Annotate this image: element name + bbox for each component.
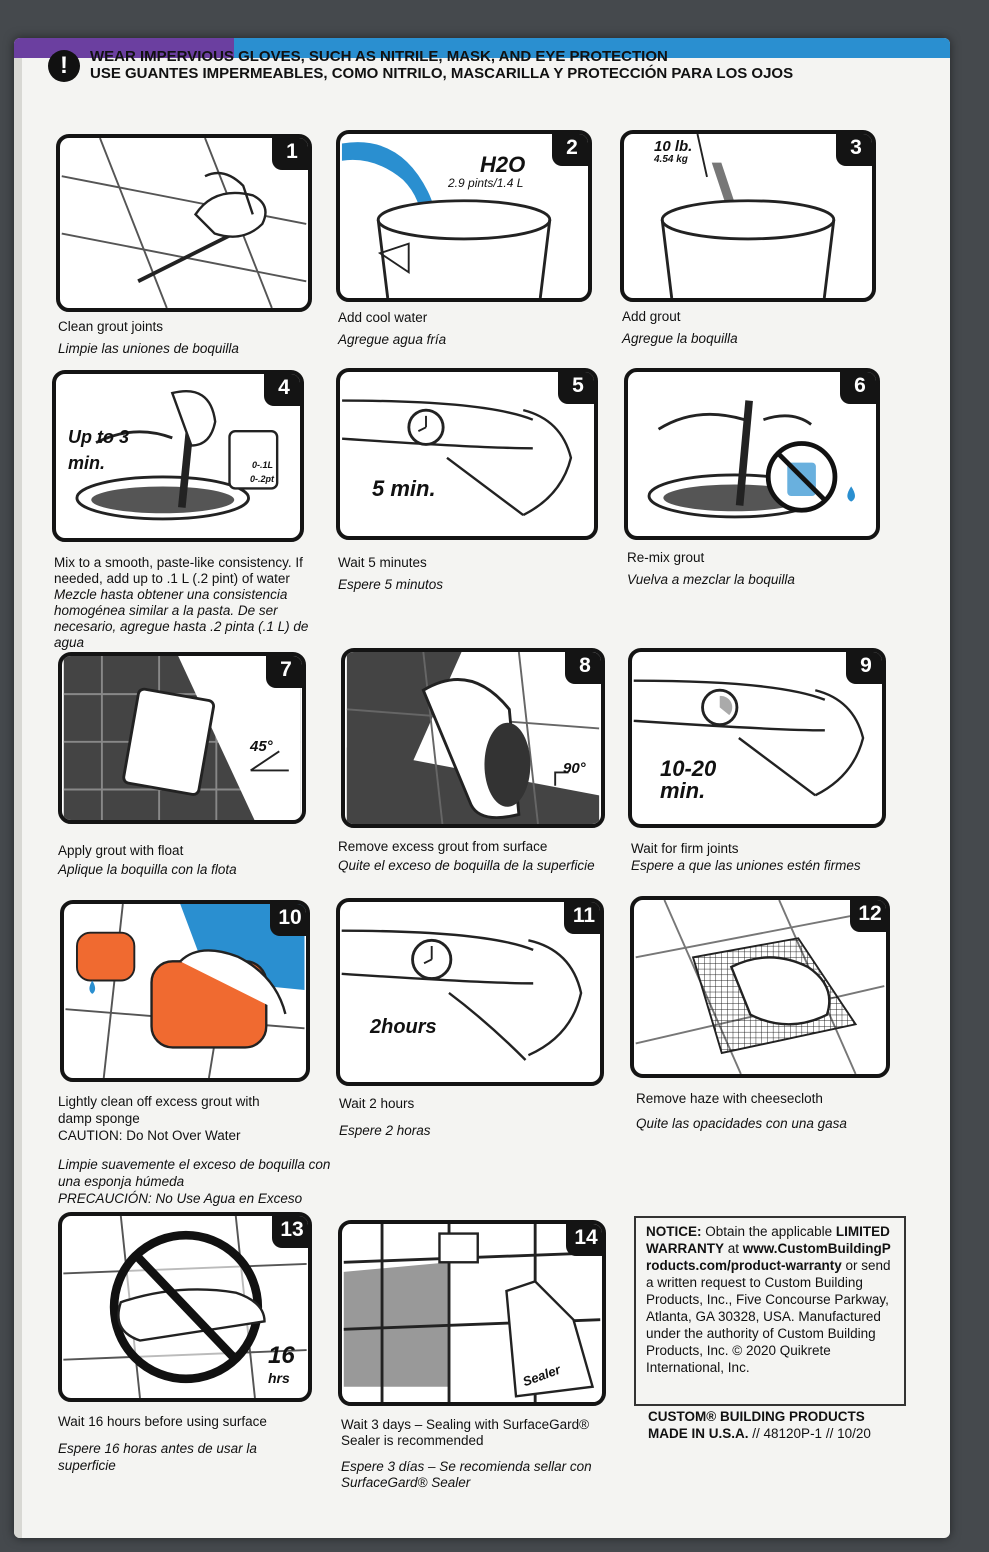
step-7-caption: Apply grout with float Aplique la boquil…: [58, 843, 237, 877]
exclamation-icon: !: [48, 50, 80, 82]
float-angle: 90°: [563, 760, 586, 777]
step-number: 5: [558, 372, 594, 404]
blue-stripe: [234, 38, 950, 58]
cup-pints: 0-.2pt: [250, 474, 275, 484]
step-10-panel: 10: [60, 900, 310, 1082]
step-number: 9: [846, 652, 882, 684]
wait-time: 2hours: [370, 1016, 437, 1038]
warning-english: WEAR IMPERVIOUS GLOVES, SUCH AS NITRILE,…: [90, 48, 668, 65]
step-8-panel: 90° 8: [341, 648, 605, 828]
remix-illustration: [647, 400, 855, 519]
step-2-caption: Add cool water Agregue agua fría: [338, 310, 447, 347]
step-3-panel: 10 lb. 4.54 kg 3: [620, 130, 876, 302]
step-number: 7: [266, 656, 302, 688]
mix-grout-illustration: [75, 389, 279, 521]
apply-float-illustration: [63, 656, 301, 820]
sponge-illustration: [65, 904, 305, 1078]
step-5-caption: Wait 5 minutes Espere 5 minutos: [338, 555, 444, 592]
clean-joints-illustration: [61, 138, 307, 308]
watch-illustration: [633, 679, 865, 797]
step-10-caption: Lightly clean off excess grout with damp…: [58, 1094, 331, 1206]
step-4-caption: Mix to a smooth, paste-like consistency.…: [54, 555, 309, 650]
step-number: 10: [270, 904, 306, 936]
step-number: 14: [566, 1224, 602, 1256]
h2o-label: H2O: [480, 152, 526, 177]
step-13-caption: Wait 16 hours before using surface Esper…: [58, 1414, 267, 1473]
step-number: 3: [836, 134, 872, 166]
step-11-panel: 2hours 11: [336, 898, 604, 1086]
cup-liters: 0-.1L: [252, 460, 274, 470]
step-2-panel: H2O 2.9 pints/1.4 L 2: [336, 130, 592, 302]
wait-hours-unit: hrs: [268, 1370, 290, 1386]
brand-footer: CUSTOM® BUILDING PRODUCTS MADE IN U.S.A.…: [648, 1408, 871, 1442]
wait-time: 5 min.: [372, 476, 436, 501]
step-1-caption: Clean grout joints Limpie las uniones de…: [58, 319, 239, 356]
step-8-caption: Remove excess grout from surface Quite e…: [338, 839, 595, 873]
watch-illustration: [341, 929, 583, 1061]
step-number: 11: [564, 902, 600, 934]
wait-hours: 16: [268, 1342, 295, 1369]
step-number: 2: [552, 134, 588, 166]
wait-time: 10-20 min.: [660, 756, 717, 803]
step-6-panel: 6: [624, 368, 880, 540]
watch-illustration: [342, 399, 573, 517]
water-amount: 2.9 pints/1.4 L: [448, 176, 524, 190]
step-9-panel: 10-20 min. 9: [628, 648, 886, 828]
brand-name: CUSTOM® BUILDING PRODUCTS: [648, 1409, 865, 1424]
step-12-caption: Remove haze with cheesecloth Quite las o…: [636, 1091, 847, 1131]
step-number: 4: [264, 374, 300, 406]
step-13-panel: 16 hrs 13: [58, 1212, 312, 1402]
step-3-caption: Add grout Agregue la boquilla: [622, 309, 738, 346]
grout-weight: 10 lb.: [654, 138, 693, 155]
sealer-illustration: [343, 1224, 601, 1402]
warranty-url[interactable]: www.CustomBuildingProducts.com/product-w…: [646, 1241, 891, 1273]
step-14-panel: Sealer 14: [338, 1220, 606, 1406]
step-14-caption: Wait 3 days – Sealing with SurfaceGard® …: [341, 1417, 592, 1490]
add-grout-illustration: [660, 134, 836, 298]
box-edge: [14, 58, 22, 1538]
step-5-panel: 5 min. 5: [336, 368, 598, 540]
grout-weight-kg: 4.54 kg: [654, 154, 688, 165]
made-in: MADE IN U.S.A.: [648, 1426, 749, 1441]
step-7-panel: 45° 7: [58, 652, 306, 824]
add-water-illustration: [341, 142, 552, 298]
step-4-panel: Up to 3 min. 0-.1L 0-.2pt 4: [52, 370, 304, 542]
step-number: 6: [840, 372, 876, 404]
step-number: 12: [850, 900, 886, 932]
product-code: // 48120P-1 // 10/20: [748, 1426, 871, 1441]
mix-time: Up to 3 min.: [68, 427, 129, 473]
step-12-panel: 12: [630, 896, 890, 1078]
no-walking-illustration: [63, 1216, 307, 1398]
cheesecloth-illustration: [635, 900, 885, 1074]
warning-spanish: USE GUANTES IMPERMEABLES, COMO NITRILO, …: [90, 65, 794, 82]
step-6-caption: Re-mix grout Vuelva a mezclar la boquill…: [627, 550, 795, 587]
step-number: 8: [565, 652, 601, 684]
step-9-caption: Wait for firm joints Espere a que las un…: [631, 841, 861, 873]
step-1-panel: 1: [56, 134, 312, 312]
step-number: 1: [272, 138, 308, 170]
warranty-notice: NOTICE: Obtain the applicable LIMITED WA…: [634, 1216, 906, 1406]
remove-excess-illustration: [346, 652, 600, 824]
float-angle: 45°: [250, 738, 273, 755]
step-number: 13: [272, 1216, 308, 1248]
step-11-caption: Wait 2 hours Espere 2 horas: [339, 1096, 431, 1138]
